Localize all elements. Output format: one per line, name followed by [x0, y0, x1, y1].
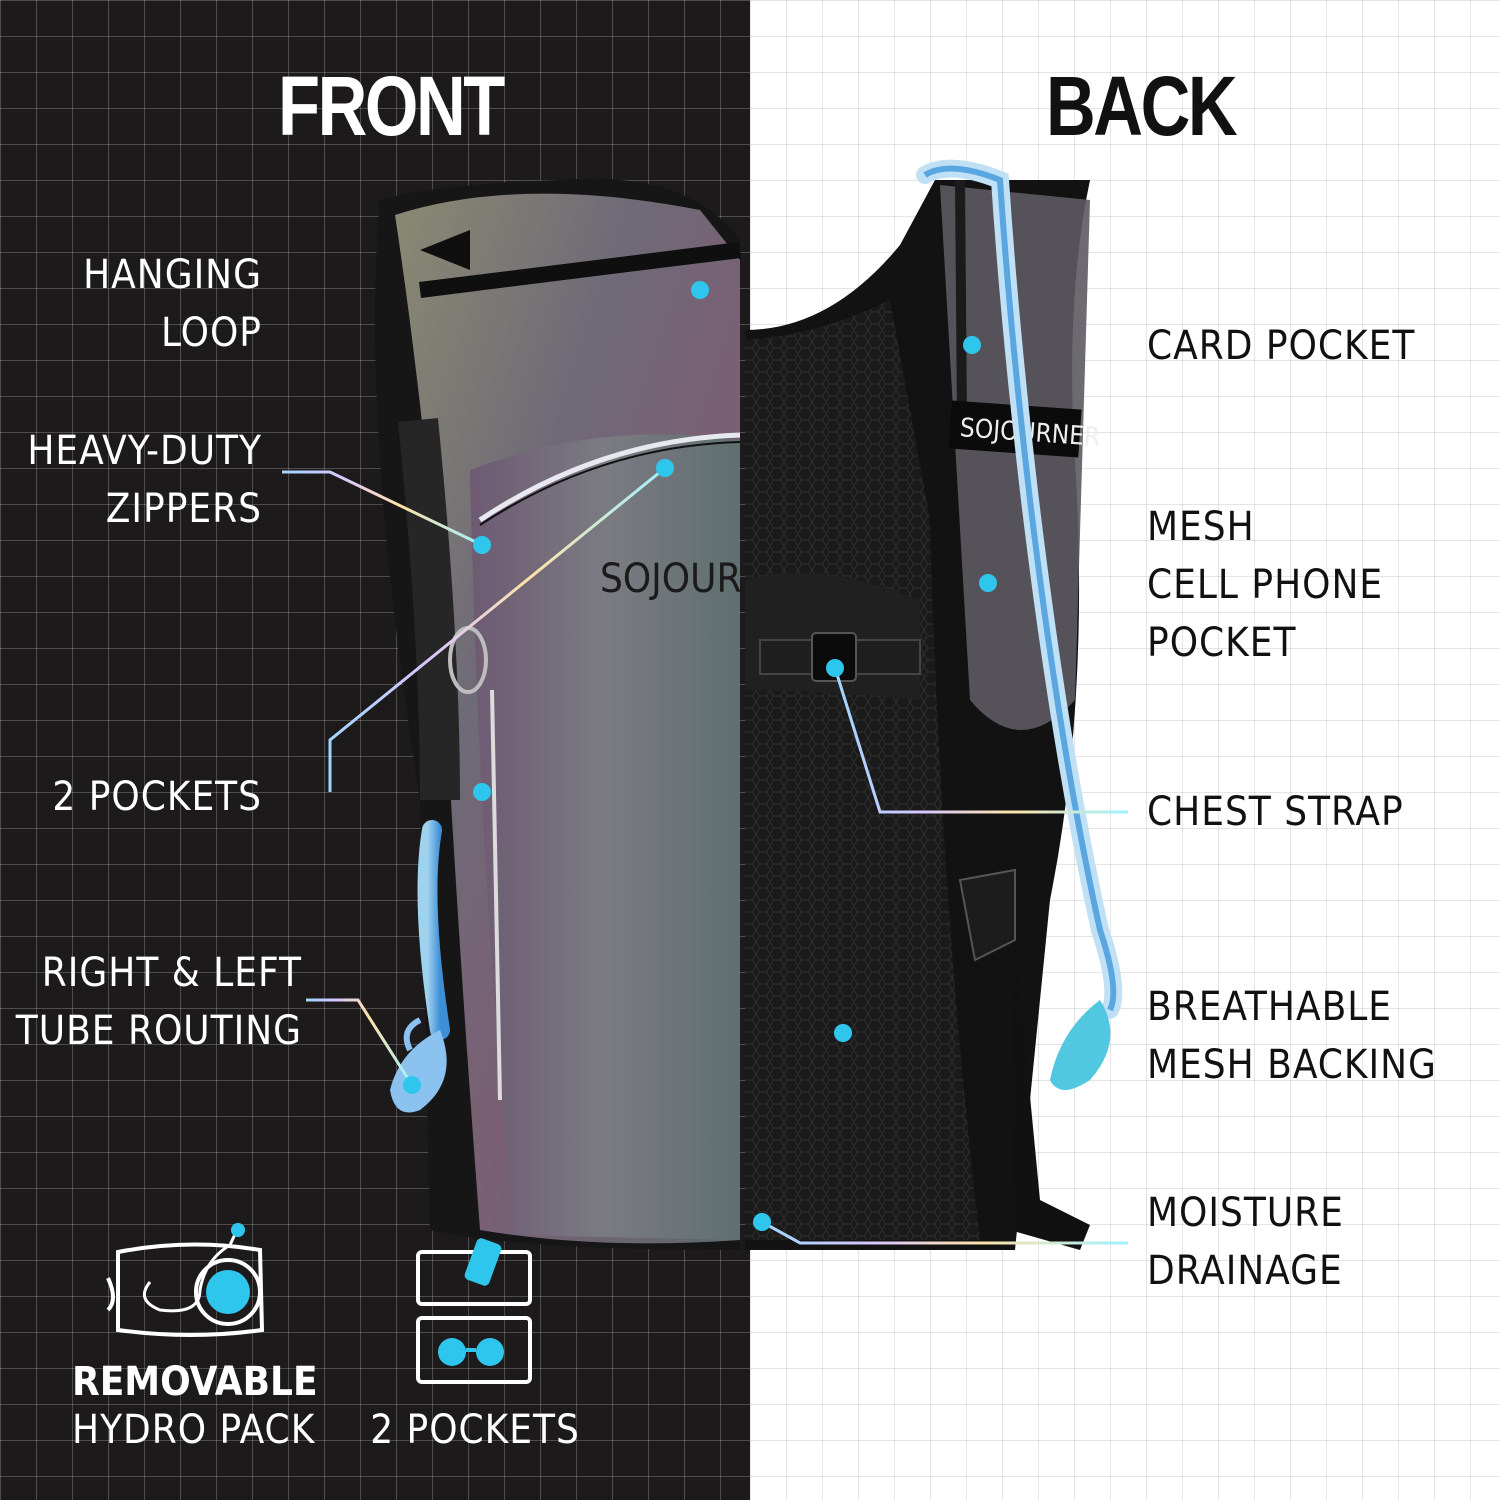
- caption-removable-hydro-pack: REMOVABLE HYDRO PACK: [72, 1359, 318, 1453]
- callout-line: [282, 470, 483, 547]
- callout-line: [306, 998, 414, 1086]
- callout-line: [761, 1220, 1128, 1245]
- callout-dot: [473, 783, 491, 801]
- label-2-pockets: 2 POCKETS: [52, 774, 262, 820]
- callout-dot: [963, 336, 981, 354]
- callout-dot: [656, 459, 674, 477]
- hydro-pack-icon: [106, 1223, 265, 1337]
- callout-dot: [834, 1024, 852, 1042]
- back-backpack: SOJOURNER: [745, 159, 1123, 1250]
- caption-2-pockets: 2 POCKETS: [370, 1407, 580, 1453]
- callout-dot: [979, 574, 997, 592]
- front-heading: FRONT: [278, 59, 505, 153]
- callout-dot: [403, 1076, 421, 1094]
- callout-line: [833, 667, 1128, 814]
- callout-dot: [753, 1213, 771, 1231]
- label-card-pocket: CARD POCKET: [1147, 323, 1416, 369]
- callout-dot: [826, 659, 844, 677]
- front-backpack: SOJOURNER: [375, 178, 816, 1250]
- callout-lines: [282, 288, 1128, 1245]
- callout-dot: [473, 536, 491, 554]
- pockets-icon: [416, 1238, 532, 1384]
- back-heading: BACK: [1046, 59, 1238, 153]
- callout-dot: [691, 281, 709, 299]
- label-chest-strap: CHEST STRAP: [1147, 789, 1404, 835]
- callout-dots: [403, 281, 997, 1231]
- callout-line: [328, 466, 666, 792]
